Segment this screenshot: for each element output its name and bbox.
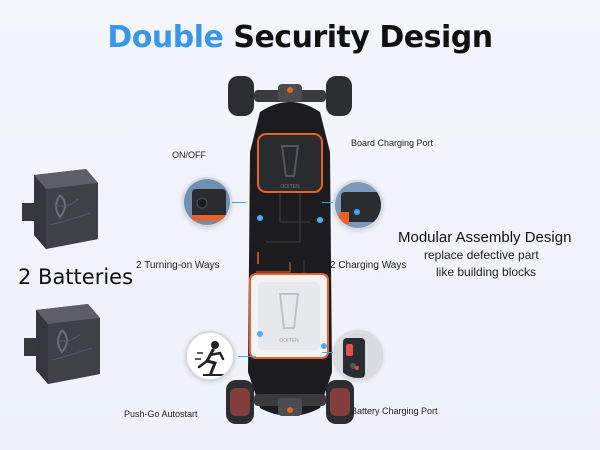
connector-line [238,356,256,357]
modular-line1: replace defective part [424,248,539,262]
skateboard: OOITEN OOITEN [226,76,354,424]
label-on-off: ON/OFF [172,150,206,160]
connector-line [322,352,336,353]
board-brand: OOITEN [280,184,300,190]
battery-icon [22,169,98,249]
board-brand: OOITEN [279,338,299,344]
modular-title: Modular Assembly Design [398,229,572,246]
title-rest: Security Design [233,20,493,55]
label-board-charging-port: Board Charging Port [351,138,434,148]
battery-port-icon [333,330,383,380]
skater-icon [185,331,235,381]
label-turning-on-ways: 2 Turning-on Ways [136,260,220,271]
label-push-go: Push-Go Autostart [124,409,198,419]
charging-port-icon [333,180,383,230]
batteries-label: 2 Batteries [18,265,134,289]
page-title: Double Security Design [0,20,600,55]
label-battery-charging-port: Battery Charging Port [351,406,438,416]
modular-line2: like building blocks [436,265,537,279]
title-accent: Double [107,20,224,55]
battery-icon [24,304,100,384]
connector-line [232,202,246,203]
connector-line [322,202,336,203]
power-button-icon [182,177,232,227]
label-charging-ways: 2 Charging Ways [330,260,407,271]
